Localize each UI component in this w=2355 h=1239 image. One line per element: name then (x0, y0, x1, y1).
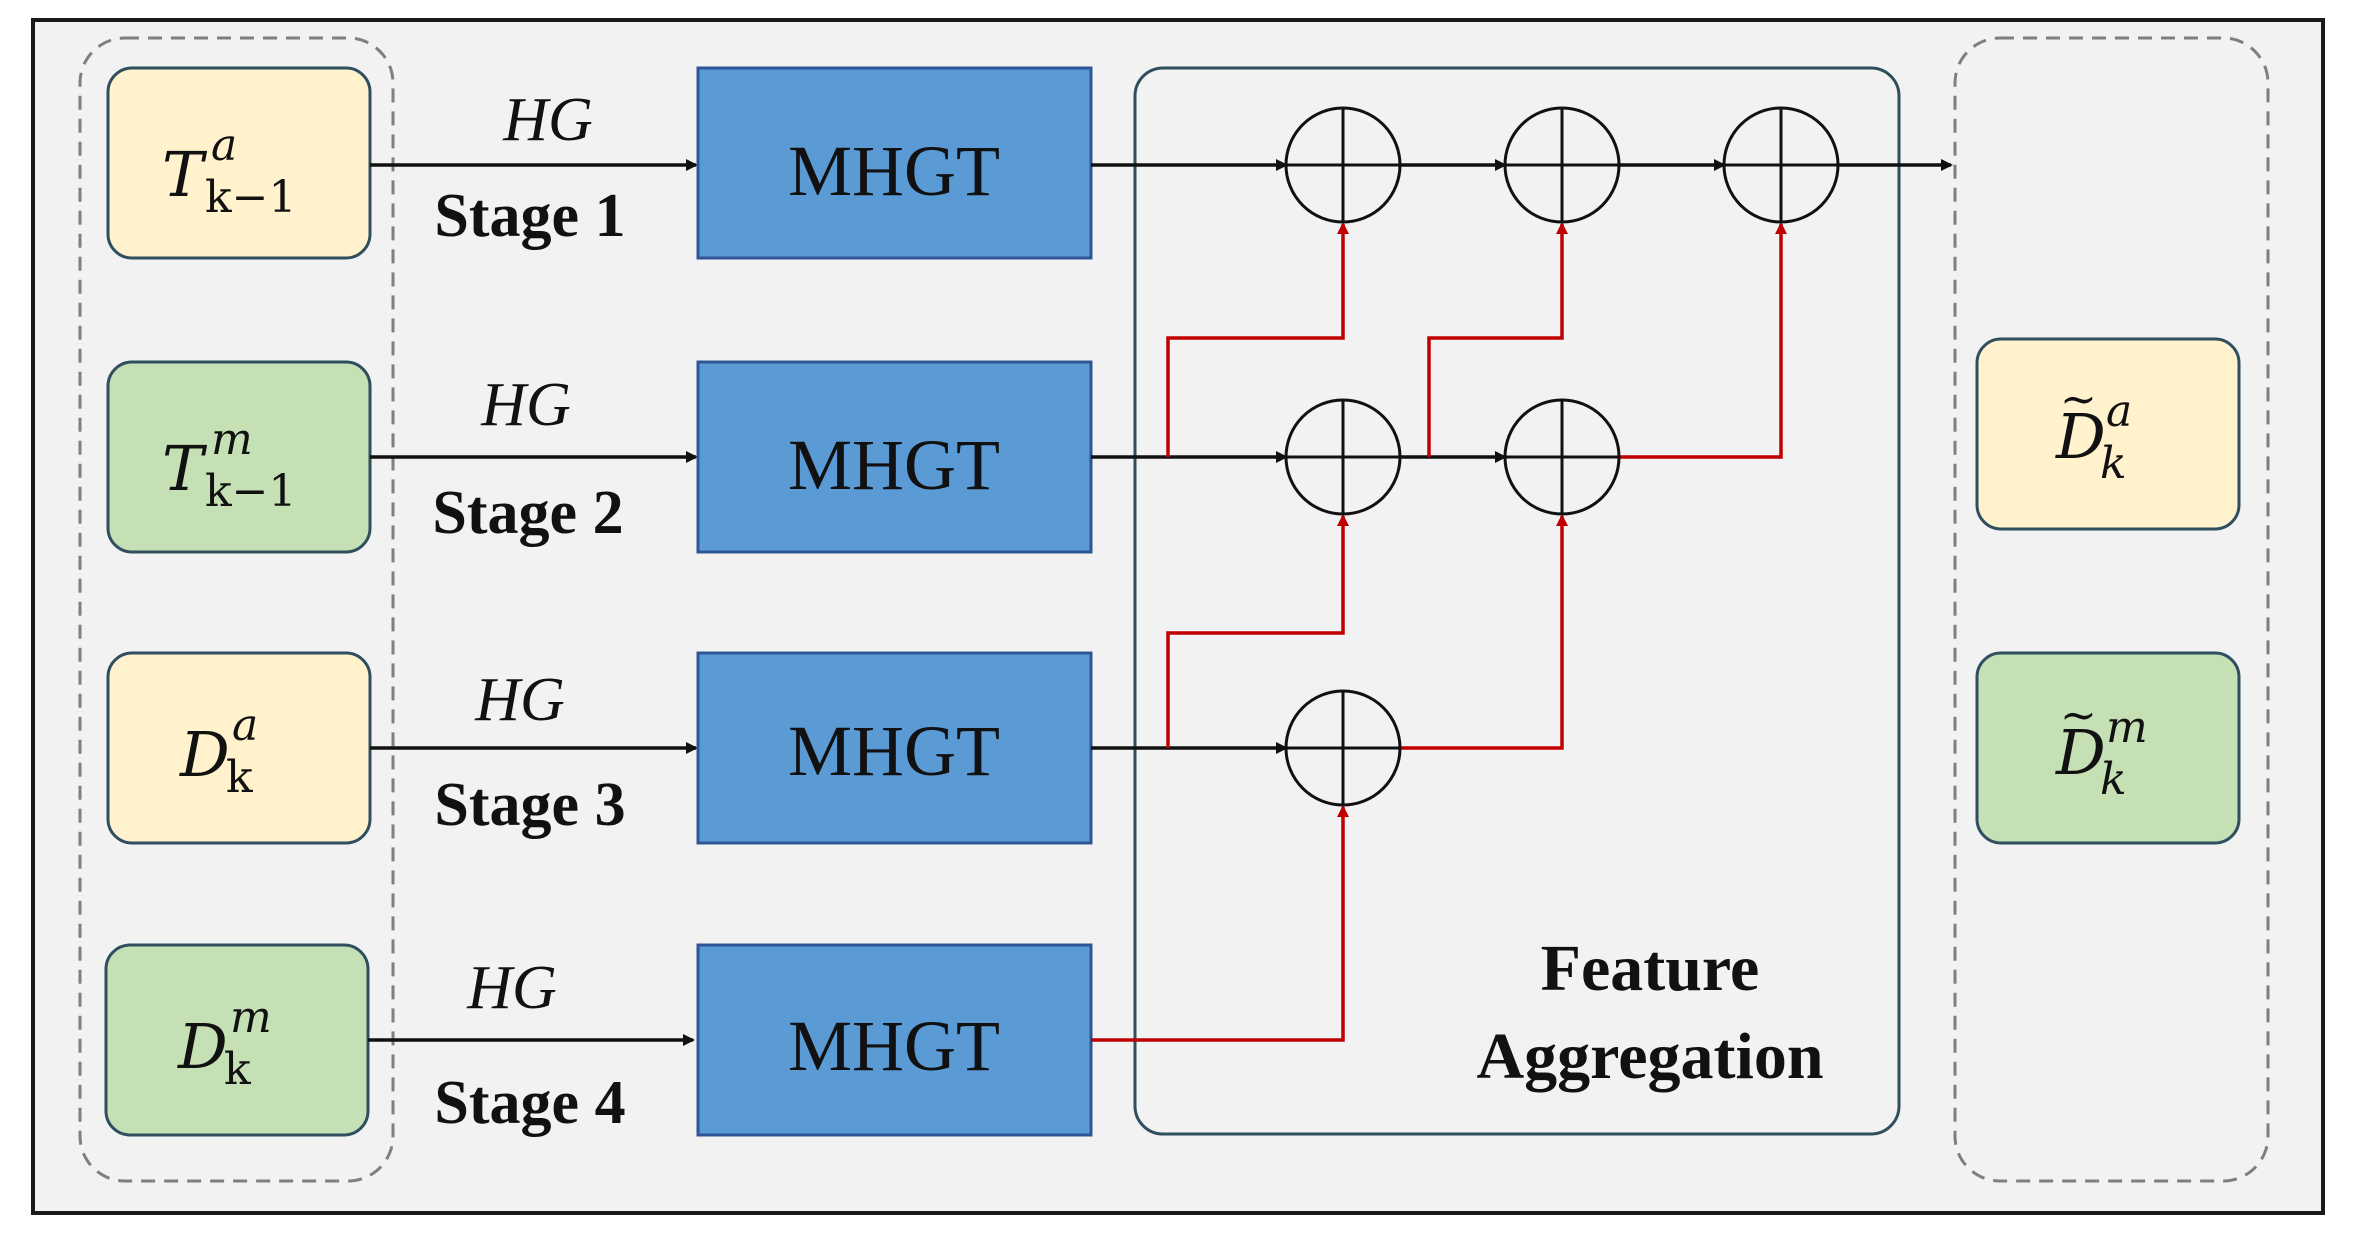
hg-label-4: HG (466, 954, 557, 1022)
feature-aggregation-line2: Aggregation (1476, 1020, 1823, 1093)
input-node-D-m: D m k (104, 943, 370, 1137)
svg-text:m: m (211, 414, 253, 465)
mhgt-block-3: MHGT (696, 651, 1093, 845)
input-group-dashed (78, 36, 395, 1183)
sum-node-r1c1 (1284, 106, 1402, 224)
svg-text:m: m (2106, 702, 2148, 753)
svg-text:D: D (2055, 716, 2106, 789)
output-node-D-m: D ~ m k (1975, 651, 2241, 845)
mhgt-block-4: MHGT (696, 943, 1093, 1137)
svg-text:k: k (2100, 438, 2127, 489)
svg-text:a: a (211, 120, 237, 171)
svg-text:a: a (2106, 386, 2132, 437)
sum-node-r3c1 (1284, 689, 1402, 807)
svg-text:MHGT: MHGT (788, 425, 1000, 505)
sum-node-r2c1 (1284, 398, 1402, 516)
svg-text:a: a (232, 700, 258, 751)
sum-node-r2c2 (1503, 398, 1621, 516)
feature-aggregation-line1: Feature (1541, 932, 1760, 1005)
svg-text:T: T (162, 432, 208, 505)
input-node-D-a: D a k (106, 651, 372, 845)
mhgt-block-1: MHGT (696, 66, 1093, 260)
svg-text:~: ~ (2060, 374, 2097, 425)
svg-text:k: k (226, 752, 253, 803)
stage-label-1: Stage 1 (434, 182, 625, 250)
svg-text:D: D (177, 1010, 228, 1083)
hg-label-1: HG (502, 86, 593, 154)
stage-label-3: Stage 3 (434, 771, 625, 839)
svg-text:m: m (230, 992, 272, 1043)
svg-text:k−1: k−1 (205, 466, 297, 517)
svg-text:D: D (2055, 400, 2106, 473)
output-node-D-a: D ~ a k (1975, 337, 2241, 531)
red-connections (1091, 222, 1787, 1042)
sum-node-r1c3 (1722, 106, 1840, 224)
svg-text:D: D (179, 718, 230, 791)
svg-text:k−1: k−1 (205, 172, 297, 223)
svg-text:T: T (162, 138, 208, 211)
svg-text:MHGT: MHGT (788, 711, 1000, 791)
input-node-T-a: T a k−1 (106, 66, 372, 260)
hg-label-3: HG (474, 666, 565, 734)
mhgt-block-2: MHGT (696, 360, 1093, 554)
svg-text:~: ~ (2060, 690, 2097, 741)
outer-panel (31, 18, 2325, 1215)
stage-label-2: Stage 2 (432, 479, 623, 547)
hg-label-2: HG (480, 371, 571, 439)
svg-text:MHGT: MHGT (788, 131, 1000, 211)
stage-label-4: Stage 4 (434, 1069, 625, 1137)
svg-text:k: k (224, 1044, 251, 1095)
svg-text:k: k (2100, 754, 2127, 805)
input-node-T-m: T m k−1 (106, 360, 372, 554)
svg-text:MHGT: MHGT (788, 1006, 1000, 1086)
feature-aggregation-box (1133, 66, 1901, 1136)
output-group-dashed (1953, 36, 2270, 1183)
sum-node-r1c2 (1503, 106, 1621, 224)
